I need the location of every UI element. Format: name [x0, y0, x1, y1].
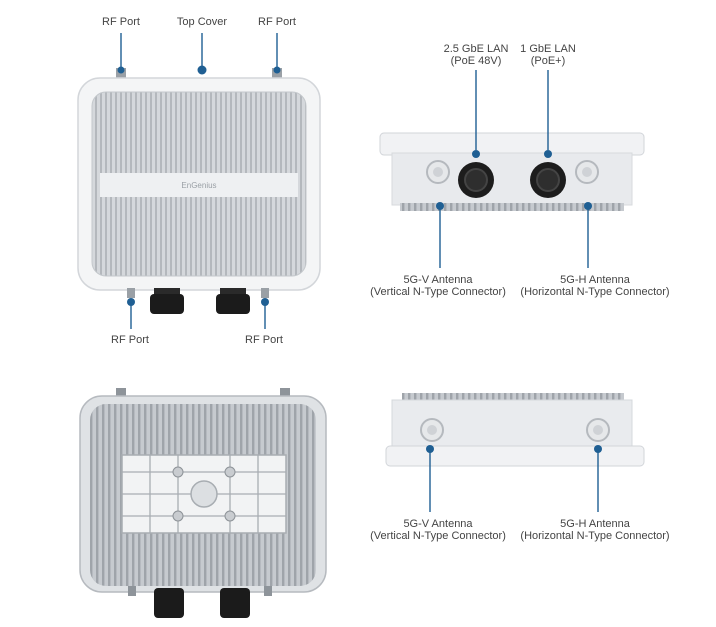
n-connector-right: [575, 160, 599, 184]
label-antenna-v-bottom-line1: 5G-V Antenna: [403, 518, 473, 530]
rf-connector-top-left: [116, 68, 126, 82]
label-lan-1g: 1 GbE LAN (PoE+): [514, 43, 582, 67]
logo-band: [100, 173, 298, 197]
label-antenna-v-top: 5G-V Antenna (Vertical N-Type Connector): [358, 274, 518, 298]
label-antenna-h-bottom: 5G-H Antenna (Horizontal N-Type Connecto…: [512, 518, 678, 542]
label-antenna-v-bottom-line2: (Vertical N-Type Connector): [370, 530, 506, 542]
bottom-view-device: [385, 393, 645, 467]
label-antenna-h-bottom-line1: 5G-H Antenna: [560, 518, 630, 530]
brand-logo: EnGenius: [181, 181, 217, 190]
bottom-view-lid: [385, 445, 645, 467]
label-antenna-v-top-line1: 5G-V Antenna: [403, 274, 473, 286]
lan-gland-1g: [530, 162, 566, 198]
n-connector-bottom-right: [586, 418, 610, 442]
label-antenna-h-top-line2: (Horizontal N-Type Connector): [520, 286, 670, 298]
front-view-device: [77, 68, 321, 314]
label-antenna-v-top-line2: (Vertical N-Type Connector): [370, 286, 506, 298]
label-antenna-h-top: 5G-H Antenna (Horizontal N-Type Connecto…: [512, 274, 678, 298]
top-view-callouts: [436, 70, 592, 268]
back-view-device: [79, 388, 327, 618]
front-callouts: [117, 33, 281, 329]
label-lan-2-5g-line2: (PoE 48V): [450, 55, 502, 67]
label-lan-1g-line1: 1 GbE LAN: [520, 43, 576, 55]
mounting-bracket: [121, 454, 287, 534]
bottom-view-fins: [402, 393, 624, 401]
label-lan-2-5g-line1: 2.5 GbE LAN: [443, 43, 509, 55]
rf-connector-top-right: [272, 68, 282, 82]
bottom-view-callouts: [426, 445, 602, 512]
label-top-cover: Top Cover: [176, 16, 228, 28]
label-rf-port-top-right: RF Port: [258, 16, 296, 28]
rf-connector-bottom-right: [261, 288, 269, 298]
top-view-lid: [379, 132, 645, 156]
label-lan-1g-line2: (PoE+): [530, 55, 566, 67]
cable-gland-right: [216, 288, 250, 314]
label-rf-port-bottom-right: RF Port: [245, 334, 283, 346]
lan-gland-2-5g: [458, 162, 494, 198]
top-view-device: [379, 132, 645, 211]
label-antenna-h-bottom-line2: (Horizontal N-Type Connector): [520, 530, 670, 542]
cable-gland-left: [150, 288, 184, 314]
rf-connector-bottom-left: [127, 288, 135, 298]
n-connector-left: [426, 160, 450, 184]
label-antenna-h-top-line1: 5G-H Antenna: [560, 274, 630, 286]
n-connector-bottom-left: [420, 418, 444, 442]
label-rf-port-bottom-left: RF Port: [111, 334, 149, 346]
label-rf-port-top-left: RF Port: [102, 16, 140, 28]
label-antenna-v-bottom: 5G-V Antenna (Vertical N-Type Connector): [358, 518, 518, 542]
label-lan-2-5g: 2.5 GbE LAN (PoE 48V): [436, 43, 516, 67]
top-view-fins: [400, 203, 624, 211]
